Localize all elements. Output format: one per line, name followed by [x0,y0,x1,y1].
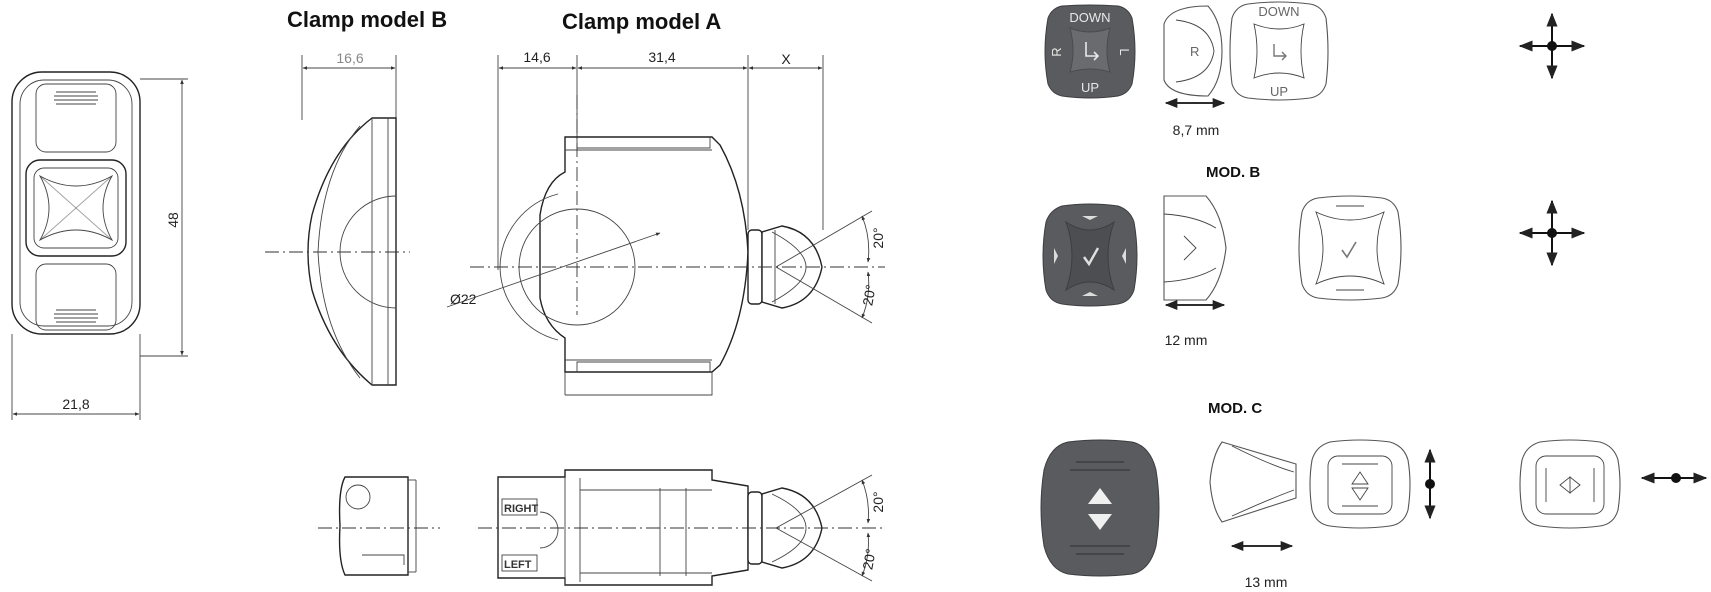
svg-text:LEFT: LEFT [504,559,532,571]
clamp-a-side-view: 14,6 31,4 X Ø22 20° 20° [446,49,886,396]
mod-a-travel: 8,7 mm [1173,122,1220,138]
mod-a-row: DOWN UP R L R 8,7 mm DOWN UP [1044,1,1586,138]
two-way-horizontal-arrows-icon [1640,472,1708,484]
mod-b-dark-button [1042,203,1138,307]
mod-b-travel: 12 mm [1165,332,1208,348]
clamp-b-top-view [318,476,440,576]
angle-up-top: 20° [870,491,886,512]
four-way-arrows-icon [1518,12,1586,80]
front-view: 48 21,8 [11,71,188,420]
angle-down-top: 20° [859,547,878,571]
mod-a-side-letter: R [1190,44,1199,59]
clamp-model-b-title: Clamp model B [287,7,447,32]
angle-up-side: 20° [870,227,886,248]
mod-b-label: MOD. B [1206,164,1260,181]
mod-b-outline-button [1298,195,1402,301]
mod-a-cap-top: DOWN [1069,10,1110,25]
mod-a-cap-bottom: UP [1081,80,1099,95]
mod-a-outline-top: DOWN [1258,4,1299,19]
mod-b-side-profile: 12 mm [1163,195,1227,348]
mod-c-travel: 13 mm [1245,574,1288,590]
mod-c-label: MOD. C [1208,400,1262,417]
svg-text:RIGHT: RIGHT [504,503,539,515]
mod-a-cap-right: L [1117,48,1132,55]
four-way-arrows-icon [1518,199,1586,267]
mod-c-row: 13 mm [1040,439,1708,590]
clamp-a-mid-dim: 31,4 [648,49,675,65]
clamp-a-left-dim: 14,6 [523,49,550,65]
angle-down-side: 20° [859,283,878,307]
mod-c-side-profile: 13 mm [1209,441,1297,590]
clamp-b-side-view: 16,6 [265,50,410,386]
front-width-dim: 21,8 [62,396,89,412]
two-way-vertical-arrows-icon [1424,448,1436,520]
clamp-model-a-title: Clamp model A [562,9,721,34]
mod-b-row: 12 mm [1042,195,1586,348]
clamp-b-width-dim: 16,6 [336,50,363,66]
mod-a-side-profile: R 8,7 mm [1163,5,1226,138]
mod-a-outline-bottom: UP [1270,84,1288,99]
double-arrow-icon [1088,488,1112,530]
mod-c-dark-button [1040,439,1160,577]
mod-a-cap-left: R [1049,47,1064,56]
clamp-a-top-view: RIGHT LEFT 20° 20° [478,469,886,586]
mod-c-horizontal-outline-button [1519,439,1621,529]
clamp-a-x-dim: X [781,51,791,67]
mod-a-outline-button: DOWN UP [1229,1,1329,101]
mod-c-outline-button [1309,439,1411,529]
diameter-dim: Ø22 [450,291,477,307]
front-height-dim: 48 [165,212,181,228]
mod-a-dark-button: DOWN UP R L [1044,4,1136,99]
